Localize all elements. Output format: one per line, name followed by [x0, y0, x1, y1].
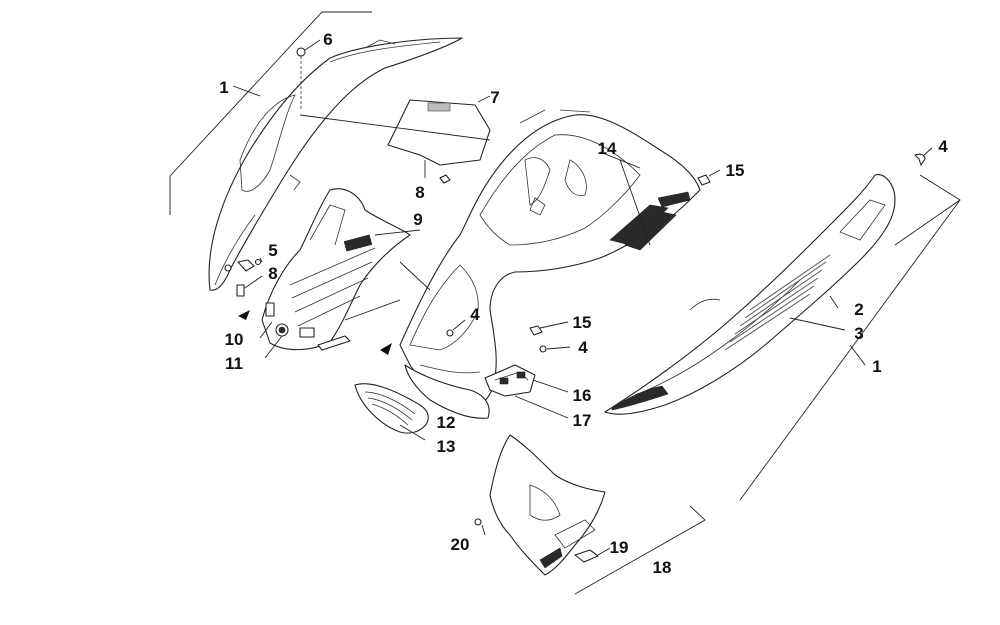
callout-6: 6	[323, 30, 332, 49]
callout-2: 2	[854, 300, 863, 319]
grille-13	[354, 383, 429, 441]
callout-14: 14	[598, 139, 617, 158]
callout-18: 18	[653, 558, 672, 577]
callout-4: 4	[578, 338, 588, 357]
bracket-1-left	[169, 11, 372, 215]
lower-nose	[404, 364, 490, 419]
callout-15: 15	[573, 313, 592, 332]
callout-19: 19	[610, 538, 629, 557]
callout-9: 9	[413, 210, 422, 229]
callout-8: 8	[415, 183, 424, 202]
callout-10: 10	[225, 330, 244, 349]
small-parts-5-8	[224, 257, 392, 359]
latch-bracket	[484, 364, 569, 419]
callout-17: 17	[573, 411, 592, 430]
lower-belly-pan	[474, 434, 706, 595]
bracket-1-right	[739, 174, 961, 501]
callout-20: 20	[451, 535, 470, 554]
callout-4: 4	[938, 137, 948, 156]
callout-1: 1	[872, 357, 881, 376]
hood-assembly	[399, 109, 701, 412]
callout-1: 1	[219, 78, 228, 97]
callout-4: 4	[470, 305, 480, 324]
callout-16: 16	[573, 386, 592, 405]
callout-13: 13	[437, 437, 456, 456]
callout-8: 8	[268, 264, 277, 283]
right-side-panel	[604, 174, 961, 415]
callout-12: 12	[437, 413, 456, 432]
screw-6	[296, 39, 321, 110]
callout-labels: 1 6 7 14 15 4 8 9 5 8 10 11 4 15 4 2 3 1…	[219, 30, 948, 577]
callout-15: 15	[726, 161, 745, 180]
fasteners-4-15	[446, 147, 933, 353]
left-side-panel	[208, 37, 463, 291]
callout-11: 11	[225, 354, 243, 373]
callout-7: 7	[490, 88, 499, 107]
callout-3: 3	[854, 324, 863, 343]
headlight-housing	[261, 188, 431, 351]
windshield-plate	[299, 95, 491, 184]
callout-5: 5	[268, 241, 277, 260]
